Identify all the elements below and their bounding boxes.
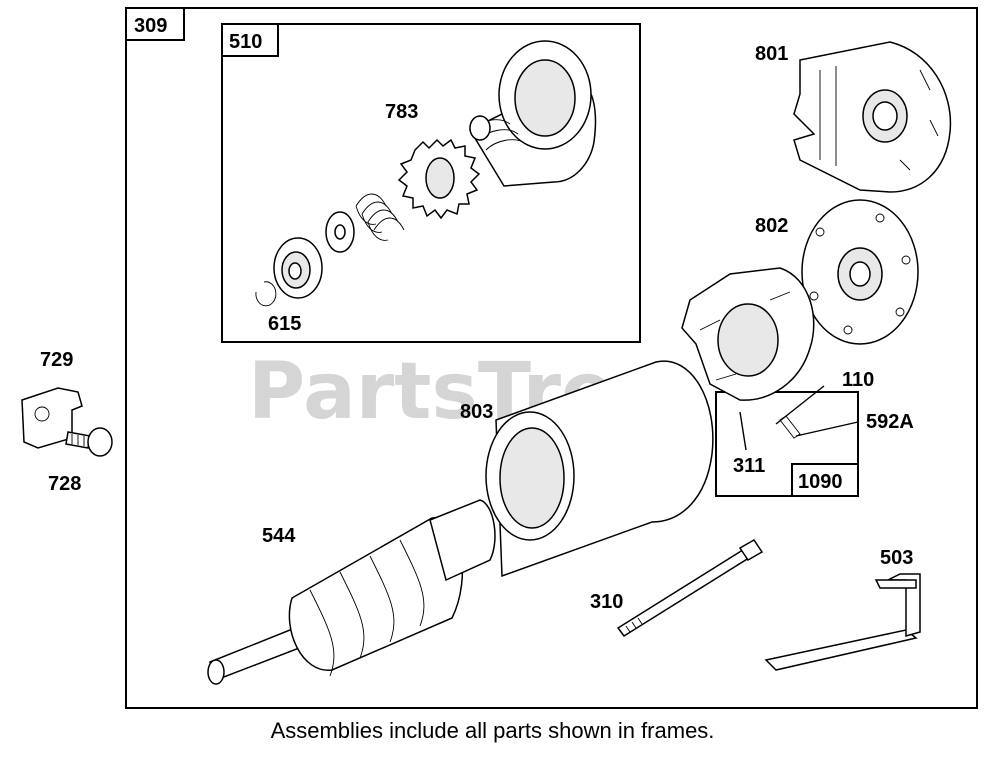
callout-311: 311 (733, 455, 765, 477)
spring-part (355, 193, 405, 241)
callout-729: 729 (40, 349, 73, 371)
stop-collar-part (273, 237, 323, 299)
frame-309-tag (125, 7, 185, 41)
callout-728: 728 (48, 473, 81, 495)
frame-510-label: 510 (229, 31, 262, 53)
callout-592A: 592A (866, 411, 914, 433)
motor-frame-part (485, 360, 714, 578)
end-cap-part (801, 199, 919, 345)
frame-1090 (715, 391, 859, 497)
lock-plate-part (21, 387, 83, 449)
mounting-plate-part (793, 41, 952, 193)
brush-holder-part (681, 267, 815, 401)
callout-503: 503 (880, 547, 913, 569)
diagram-caption: Assemblies include all parts shown in fr… (270, 718, 715, 743)
washer-part (325, 211, 355, 253)
armature-part (207, 499, 496, 685)
frame-510-tag (221, 23, 279, 57)
callout-801: 801 (755, 43, 788, 65)
terminal-part (739, 385, 859, 451)
callout-544: 544 (262, 525, 296, 547)
bracket-part (764, 573, 921, 671)
frame-1090-tag (791, 463, 859, 497)
callout-803: 803 (460, 401, 493, 423)
callout-615: 615 (268, 313, 301, 335)
frame-510 (221, 23, 641, 343)
through-bolt-part (616, 539, 764, 638)
screw-part (65, 427, 113, 457)
callout-310: 310 (590, 591, 623, 613)
callout-783: 783 (385, 101, 418, 123)
frame-309-label: 309 (134, 15, 167, 37)
frame-309 (125, 7, 978, 709)
pinion-gear-part (397, 138, 481, 220)
retaining-ring-part (255, 281, 277, 307)
callout-802: 802 (755, 215, 788, 237)
drive-housing-part (468, 40, 597, 187)
callout-110: 110 (842, 369, 874, 391)
frame-1090-label: 1090 (798, 471, 843, 493)
